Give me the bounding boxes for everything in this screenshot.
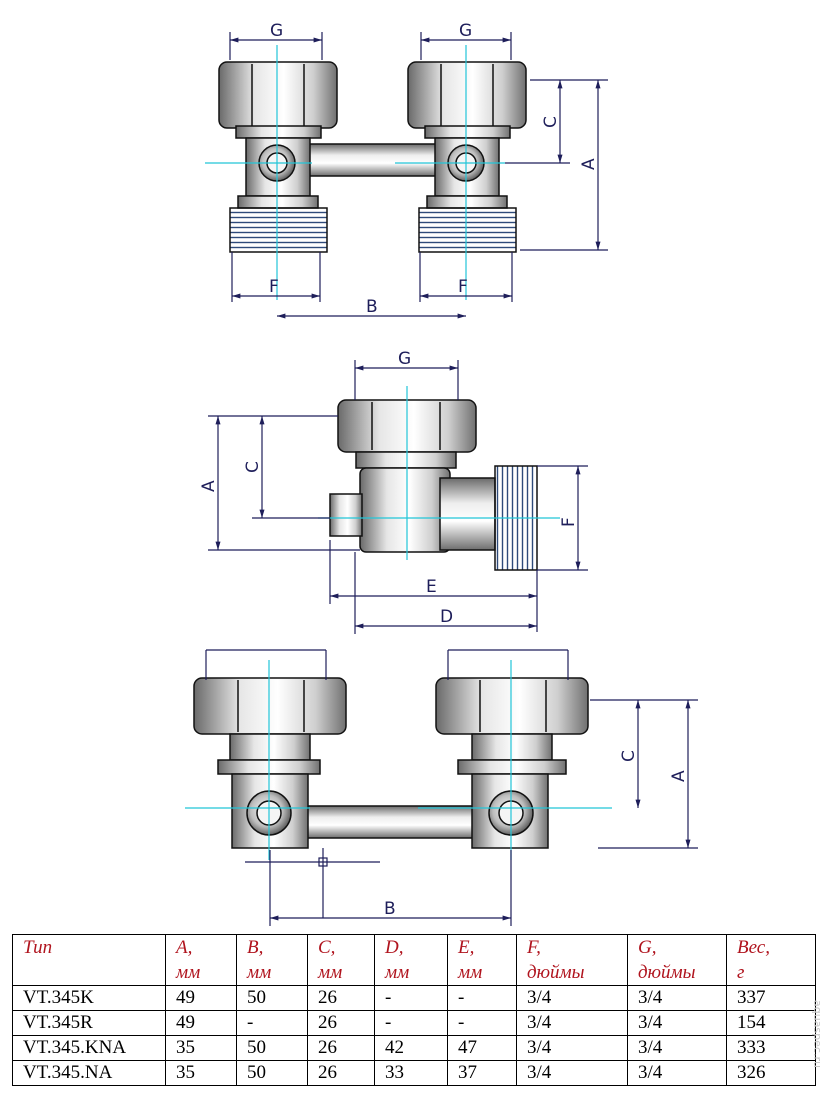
watermark: aquaspec.ru xyxy=(811,1000,824,1068)
bottom-bridge-pipe xyxy=(299,805,481,839)
side-dim-e: E xyxy=(426,577,437,597)
cell-b: 50 xyxy=(236,1035,308,1061)
table-row: VT.345R 49 - 26 - - 3/4 3/4 154 xyxy=(12,1010,816,1036)
top-dim-c: C xyxy=(541,116,561,128)
top-dimensions xyxy=(229,32,608,319)
cell-c: 26 xyxy=(307,1035,375,1061)
top-dim-g2: G xyxy=(459,21,472,41)
cell-b: - xyxy=(236,1010,308,1036)
top-dim-a: A xyxy=(579,158,599,170)
cell-type: VT.345K xyxy=(12,985,166,1011)
technical-drawings: G G C A F F B G A C F E D xyxy=(185,21,698,926)
cell-weight: 333 xyxy=(726,1035,816,1061)
header-c: C,мм xyxy=(307,934,375,986)
bottom-dim-b: B xyxy=(384,899,396,919)
side-centerlines xyxy=(318,386,560,560)
bottom-dim-a: A xyxy=(669,770,689,782)
cell-a: 49 xyxy=(165,1010,237,1036)
header-a: A,мм xyxy=(165,934,237,986)
bottom-centerlines xyxy=(185,660,612,860)
table-row: VT.345.KNA 35 50 26 42 47 3/4 3/4 333 xyxy=(12,1035,816,1061)
side-dimensions xyxy=(208,360,588,634)
cell-c: 26 xyxy=(307,1060,375,1086)
cell-d: 42 xyxy=(374,1035,448,1061)
side-dim-c: C xyxy=(243,461,263,473)
top-dim-f2: F xyxy=(458,277,468,297)
cell-b: 50 xyxy=(236,985,308,1011)
cell-g: 3/4 xyxy=(627,1010,727,1036)
table-row: VT.345K 49 50 26 - - 3/4 3/4 337 xyxy=(12,985,816,1011)
top-centerlines xyxy=(205,45,505,300)
top-right-valve xyxy=(407,61,527,253)
side-view xyxy=(329,399,538,571)
cell-d: - xyxy=(374,1010,448,1036)
side-dim-g: G xyxy=(398,349,411,369)
cell-weight: 326 xyxy=(726,1060,816,1086)
top-dim-b: B xyxy=(366,297,378,317)
header-g: G,дюймы xyxy=(627,934,727,986)
spec-table: Тип A,мм B,мм C,мм D,мм E,мм F,дюймы G,д… xyxy=(12,934,816,1086)
cell-g: 3/4 xyxy=(627,1035,727,1061)
cell-type: VT.345R xyxy=(12,1010,166,1036)
side-dim-d: D xyxy=(440,607,453,627)
bridge-pipe xyxy=(299,143,441,177)
bottom-view xyxy=(193,677,589,849)
cell-b: 50 xyxy=(236,1060,308,1086)
cell-a: 49 xyxy=(165,985,237,1011)
cell-g: 3/4 xyxy=(627,985,727,1011)
cell-type: VT.345.KNA xyxy=(12,1035,166,1061)
cell-e: 47 xyxy=(447,1035,517,1061)
cell-c: 26 xyxy=(307,1010,375,1036)
cell-weight: 154 xyxy=(726,1010,816,1036)
header-weight: Вес,г xyxy=(726,934,816,986)
top-dim-g1: G xyxy=(270,21,283,41)
header-type: Тип xyxy=(12,934,166,986)
cell-e: 37 xyxy=(447,1060,517,1086)
side-dim-f: F xyxy=(559,517,579,527)
bottom-dimensions xyxy=(205,649,698,926)
header-e: E,мм xyxy=(447,934,517,986)
side-dim-a: A xyxy=(199,480,219,492)
cell-g: 3/4 xyxy=(627,1060,727,1086)
table-header-row: Тип A,мм B,мм C,мм D,мм E,мм F,дюймы G,д… xyxy=(12,934,816,986)
cell-e: - xyxy=(447,1010,517,1036)
cell-type: VT.345.NA xyxy=(12,1060,166,1086)
cell-d: 33 xyxy=(374,1060,448,1086)
cell-d: - xyxy=(374,985,448,1011)
cell-a: 35 xyxy=(165,1035,237,1061)
top-dim-f1: F xyxy=(269,277,279,297)
header-b: B,мм xyxy=(236,934,308,986)
bottom-right-valve xyxy=(435,677,589,849)
top-view xyxy=(218,61,527,253)
cell-f: 3/4 xyxy=(516,1035,628,1061)
cell-c: 26 xyxy=(307,985,375,1011)
cell-a: 35 xyxy=(165,1060,237,1086)
cell-f: 3/4 xyxy=(516,1010,628,1036)
table-row: VT.345.NA 35 50 26 33 37 3/4 3/4 326 xyxy=(12,1060,816,1086)
cell-f: 3/4 xyxy=(516,1060,628,1086)
header-f: F,дюймы xyxy=(516,934,628,986)
cell-e: - xyxy=(447,985,517,1011)
cell-weight: 337 xyxy=(726,985,816,1011)
header-d: D,мм xyxy=(374,934,448,986)
cell-f: 3/4 xyxy=(516,985,628,1011)
bottom-dim-c: C xyxy=(619,750,639,762)
